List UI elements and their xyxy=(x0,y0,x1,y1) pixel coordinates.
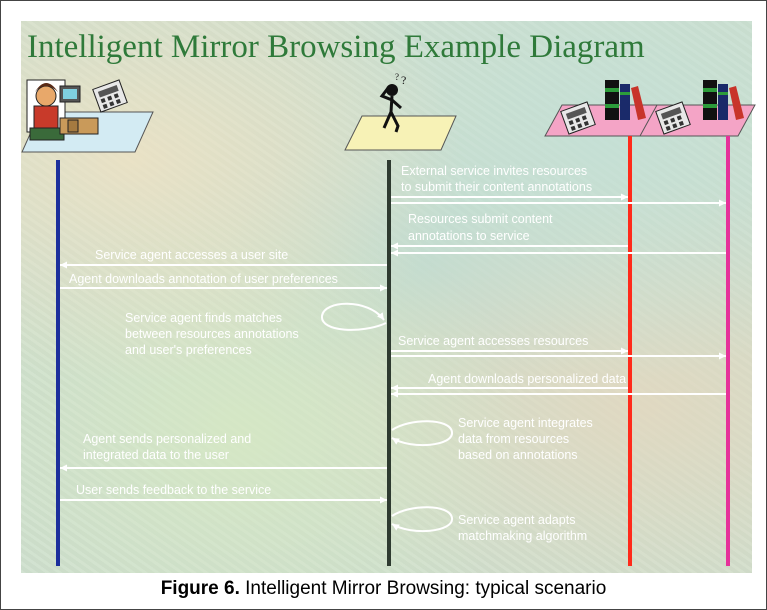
svg-text:?: ? xyxy=(395,72,399,82)
message-label: matchmaking algorithm xyxy=(458,529,587,543)
message-label: Resources submit content xyxy=(408,212,553,226)
message-label: Service agent finds matches xyxy=(125,311,282,325)
message-label: Agent downloads personalized data xyxy=(428,372,626,386)
thinking-agent-icon: ? ? xyxy=(344,72,457,151)
message-label: based on annotations xyxy=(458,448,578,462)
message-label: Service agent adapts xyxy=(458,513,575,527)
message-label: Service agent accesses resources xyxy=(398,334,588,348)
figure-number: Figure 6. xyxy=(160,578,240,599)
message-label: User sends feedback to the service xyxy=(76,483,271,497)
message-label: between resources annotations xyxy=(125,327,299,341)
caption-text: Intelligent Mirror Browsing: typical sce… xyxy=(239,578,607,599)
message-label: Agent sends personalized and xyxy=(83,432,251,446)
database-server-icon xyxy=(544,80,661,137)
message-label: Agent downloads annotation of user prefe… xyxy=(69,272,338,286)
database-server-icon xyxy=(639,80,756,137)
message-label: Service agent integrates xyxy=(458,416,593,430)
svg-text:?: ? xyxy=(401,73,406,87)
self-call-loop xyxy=(391,506,453,533)
message-label: to submit their content annotations xyxy=(401,180,592,194)
self-call-loop xyxy=(391,420,453,447)
diagram-title: Intelligent Mirror Browsing Example Diag… xyxy=(27,29,645,65)
message-label: annotations to service xyxy=(408,229,530,243)
message-label: Service agent accesses a user site xyxy=(95,248,288,262)
message-label: data from resources xyxy=(458,432,569,446)
figure-caption: Figure 6. Intelligent Mirror Browsing: t… xyxy=(0,578,767,600)
message-label: and user's preferences xyxy=(125,343,252,357)
user-workstation-icon xyxy=(21,79,154,153)
message-label: integrated data to the user xyxy=(83,448,229,462)
self-call-loop xyxy=(321,302,387,331)
message-label: External service invites resources xyxy=(401,164,587,178)
